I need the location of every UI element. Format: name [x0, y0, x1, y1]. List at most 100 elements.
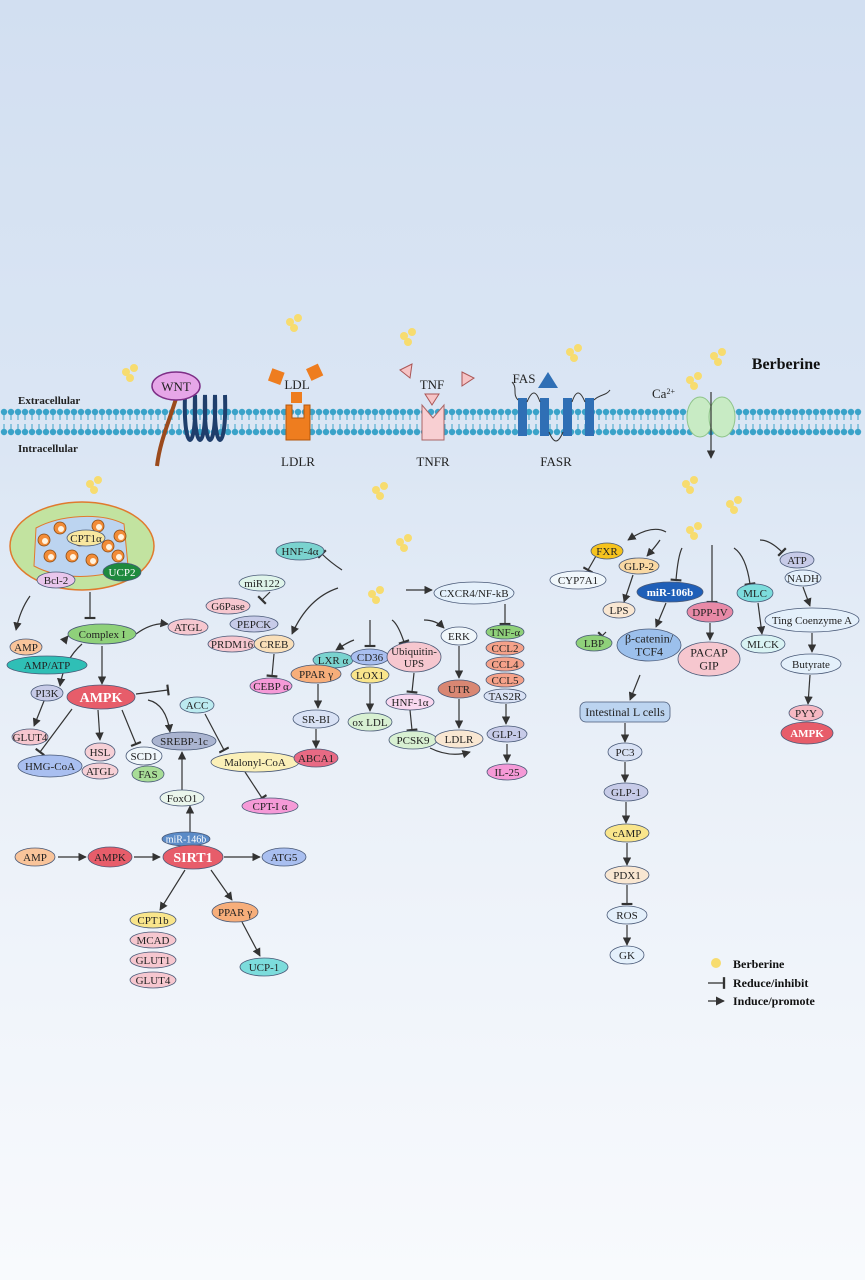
node-glp1a: GLP-1 [486, 725, 528, 743]
node-ampk2: AMPK [87, 846, 133, 868]
node-tingcoa: Ting Coenzyme A [764, 607, 860, 633]
svg-text:AMPK: AMPK [790, 728, 824, 740]
svg-text:PDX1: PDX1 [613, 870, 641, 882]
svg-text:ATGL: ATGL [174, 622, 202, 634]
node-pyy: PYY [788, 704, 824, 722]
node-hnf4a: HNF-4α [275, 541, 325, 561]
node-cebpa: CEBP α [249, 677, 293, 695]
svg-text:ATG5: ATG5 [271, 852, 298, 864]
svg-text:PPAR γ: PPAR γ [218, 907, 252, 919]
svg-text:GLUT4: GLUT4 [136, 975, 171, 987]
promote-edge [622, 574, 634, 603]
svg-text:AMP: AMP [23, 852, 47, 864]
node-hmgcoa: HMG-CoA [17, 754, 83, 778]
svg-text:GLUT4: GLUT4 [13, 732, 48, 744]
node-mir146b: miR-146b [161, 831, 211, 847]
inhibit-edge [733, 547, 756, 586]
node-amp-atp: AMP/ATP [6, 655, 88, 675]
node-ros: ROS [606, 905, 648, 925]
promote-edge [59, 635, 69, 645]
node-tas2r: TAS2R [483, 688, 527, 704]
tnfr-label: TNFR [416, 454, 450, 469]
node-acc: ACC [179, 696, 215, 714]
inhibit-edge [135, 684, 170, 696]
legend-induce: Induce/promote [733, 994, 815, 1008]
ldl-receptor: LDL LDLR [267, 363, 324, 469]
node-ccl4: CCL4 [485, 656, 525, 672]
ldlr-label: LDLR [281, 454, 315, 469]
node-scd1: SCD1 [125, 746, 163, 766]
inhibit-edge [204, 713, 230, 754]
promote-edge [335, 639, 355, 651]
svg-text:MLCK: MLCK [747, 639, 779, 651]
promote-edge [802, 586, 812, 607]
svg-text:TAS2R: TAS2R [489, 691, 522, 703]
svg-text:LDLR: LDLR [445, 734, 474, 746]
node-pdx1: PDX1 [604, 865, 650, 885]
node-atgl1: ATGL [167, 618, 209, 636]
inhibit-edge [121, 709, 142, 748]
svg-text:GLP-2: GLP-2 [624, 561, 654, 573]
node-pi3k: PI3K [30, 684, 64, 702]
legend-berberine: Berberine [733, 957, 785, 971]
svg-text:FoxO1: FoxO1 [167, 793, 198, 805]
node-creb: CREB [253, 634, 295, 654]
node-malonyl: Malonyl-CoA [210, 751, 300, 773]
node-atg5: ATG5 [261, 847, 307, 867]
svg-text:NADH: NADH [787, 573, 819, 585]
inhibit-edge [244, 771, 268, 802]
inhibit-edge [406, 672, 418, 694]
svg-text:CYP7A1: CYP7A1 [558, 575, 598, 587]
svg-text:MLC: MLC [743, 588, 767, 600]
node-cyp7a1: CYP7A1 [549, 570, 607, 590]
svg-text:ATGL: ATGL [86, 766, 114, 778]
promote-edge [655, 602, 667, 628]
node-amp1: AMP [9, 638, 43, 656]
svg-text:β-catenin/TCF4: β-catenin/TCF4 [625, 632, 674, 659]
svg-text:MCAD: MCAD [136, 935, 169, 947]
svg-text:GLP-1: GLP-1 [492, 729, 522, 741]
svg-text:Complex I: Complex I [79, 629, 126, 641]
svg-text:Intestinal L cells: Intestinal L cells [585, 705, 665, 719]
node-erk: ERK [440, 626, 478, 646]
calcium-channel: Ca2+ [652, 386, 736, 459]
svg-text:Ting Coenzyme A: Ting Coenzyme A [772, 615, 852, 627]
svg-text:CPT-I α: CPT-I α [252, 801, 287, 813]
svg-text:GLP-1: GLP-1 [611, 787, 641, 799]
svg-text:SCD1: SCD1 [131, 751, 158, 763]
inhibit-edge [266, 653, 278, 678]
svg-text:Bcl-2: Bcl-2 [44, 575, 68, 587]
svg-text:CPT1b: CPT1b [137, 915, 169, 927]
node-intL: Intestinal L cells [579, 701, 671, 723]
node-sirt1: SIRT1 [162, 844, 224, 870]
promote-edge [159, 869, 186, 911]
node-amp2: AMP [14, 847, 56, 867]
node-cd36: CD36 [350, 648, 390, 666]
node-pcsk9: PCSK9 [388, 730, 438, 750]
svg-text:SIRT1: SIRT1 [173, 851, 212, 866]
svg-text:HNF-4α: HNF-4α [282, 546, 319, 558]
node-gk: GK [609, 945, 645, 965]
wnt-label: WNT [161, 379, 191, 394]
node-bcl2: Bcl-2 [36, 571, 76, 589]
promote-edge [756, 602, 766, 635]
svg-text:CCL5: CCL5 [492, 675, 519, 687]
node-glp1b: GLP-1 [603, 782, 649, 802]
svg-text:CXCR4/NF-kB: CXCR4/NF-kB [439, 588, 508, 600]
extracellular-label: Extracellular [18, 395, 80, 407]
promote-edge [646, 539, 661, 557]
inhibit-edge [406, 709, 418, 732]
svg-text:Butyrate: Butyrate [792, 659, 830, 671]
node-lbp: LBP [575, 634, 613, 652]
node-ampk3: AMPK [780, 721, 834, 745]
node-atgl2: ATGL [81, 762, 119, 780]
svg-text:ABCA1: ABCA1 [298, 753, 334, 765]
promote-edge [210, 869, 233, 901]
svg-text:TNF-α: TNF-α [490, 627, 520, 639]
node-dpp4: DPP-IV [686, 601, 734, 623]
svg-text:LBP: LBP [584, 638, 604, 650]
svg-text:UCP2: UCP2 [109, 567, 136, 579]
promote-edge [135, 618, 169, 635]
promote-edge [423, 619, 445, 629]
